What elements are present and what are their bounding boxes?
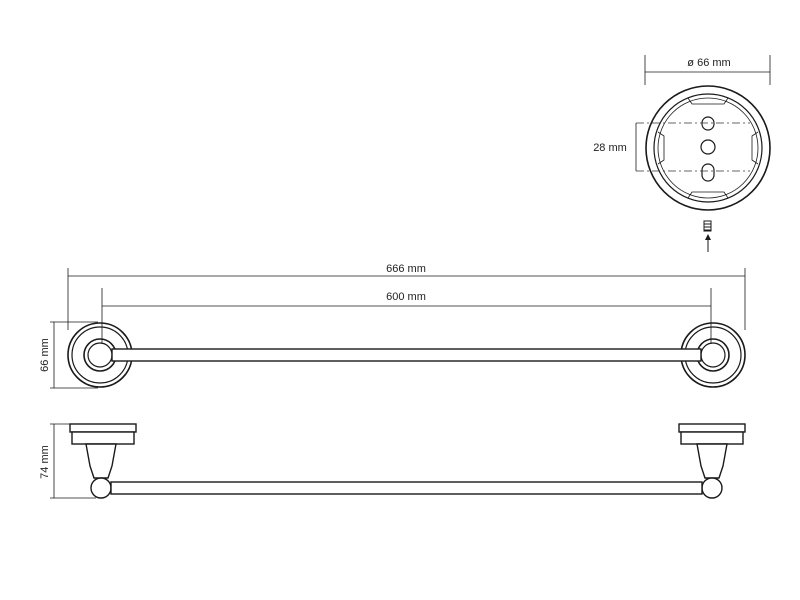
bar-length-label: 600 mm bbox=[386, 291, 426, 303]
right-bar-end bbox=[701, 477, 723, 499]
front-height-label: 66 mm bbox=[39, 338, 51, 372]
left-bracket-neck bbox=[85, 443, 117, 479]
front-bar bbox=[111, 348, 702, 362]
hole-spacing-label: 28 mm bbox=[593, 142, 627, 154]
towel-bar-front-view: 666 mm 600 mm 66 mm bbox=[39, 263, 746, 389]
right-bracket-neck bbox=[696, 443, 728, 479]
left-bar-end bbox=[90, 477, 112, 499]
rosette-outer-ring bbox=[645, 85, 771, 211]
rosette-top-view: ø 66 mm 28 mm bbox=[593, 55, 771, 252]
diameter-label: ø 66 mm bbox=[687, 57, 730, 69]
rosette-left-notch bbox=[657, 131, 665, 165]
left-rosette-cap bbox=[71, 431, 135, 445]
rosette-top-notch bbox=[687, 97, 729, 105]
overall-length-label: 666 mm bbox=[386, 263, 426, 275]
lower-screw-slot bbox=[701, 163, 715, 182]
rosette-right-notch bbox=[751, 131, 759, 165]
arrow-up-icon bbox=[705, 234, 711, 252]
right-post-inner bbox=[700, 342, 726, 368]
rosette-inner-ring-2 bbox=[657, 97, 759, 199]
side-bar bbox=[110, 481, 703, 495]
right-wall-plate bbox=[678, 423, 746, 433]
rosette-bottom-notch bbox=[687, 191, 729, 199]
center-hole bbox=[700, 139, 716, 155]
towel-bar-side-view: 74 mm bbox=[39, 423, 746, 499]
side-depth-label: 74 mm bbox=[39, 445, 51, 479]
left-post-inner bbox=[87, 342, 113, 368]
rosette-inner-ring bbox=[653, 93, 763, 203]
left-post-outer bbox=[83, 338, 117, 372]
upper-screw-slot bbox=[701, 116, 715, 131]
right-rosette-cap bbox=[680, 431, 744, 445]
set-screw-icon bbox=[703, 220, 712, 232]
right-post-outer bbox=[696, 338, 730, 372]
left-wall-plate bbox=[69, 423, 137, 433]
